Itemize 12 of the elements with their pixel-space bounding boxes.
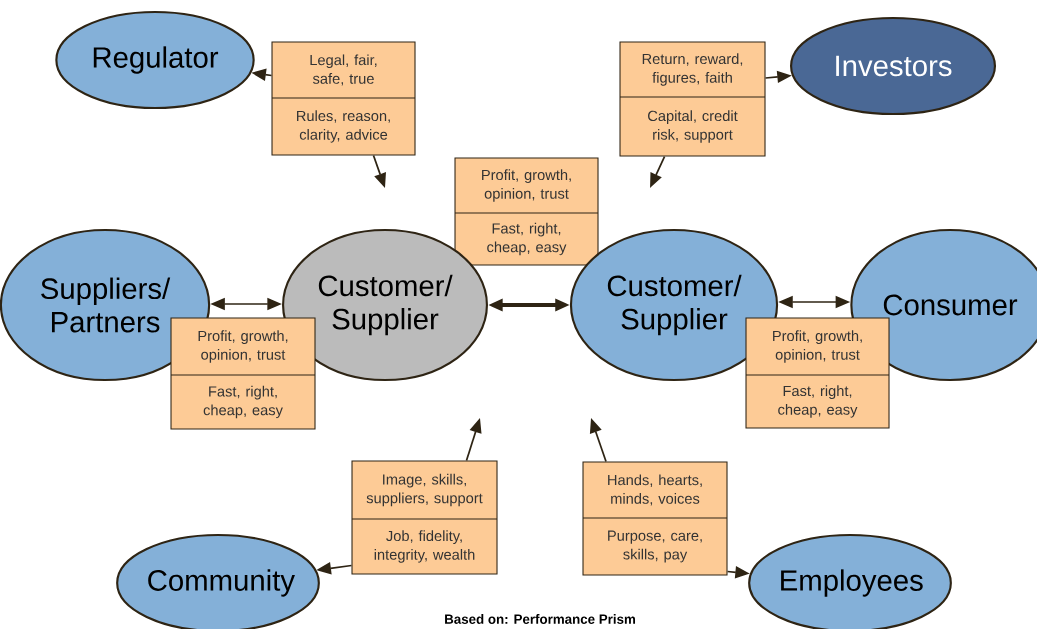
ellipse-node: Regulator [55, 10, 255, 110]
ellipse-node: Community [116, 533, 320, 629]
two-part-box: Return, reward, figures, faith Capital, credit risk, support [619, 41, 766, 157]
two-part-box: Profit, growth, opinion, trust Fast, right, cheap, easy [745, 317, 890, 429]
two-part-box: Hands, hearts, minds, voices Purpose, care, skills, pay [582, 461, 728, 576]
ellipse-node: Investors [790, 16, 996, 116]
source-note: Based on: Performance Prism [445, 614, 635, 624]
two-part-box: Profit, growth, opinion, trust Fast, right, cheap, easy [170, 317, 316, 430]
two-part-box: Profit, growth, opinion, trust Fast, right, cheap, easy [454, 157, 599, 266]
two-part-box: Legal, fair, safe, true Rules, reason, clarity, advice [271, 41, 416, 156]
two-part-box: Image, skills, suppliers, support Job, fidelity, integrity, wealth [351, 460, 498, 575]
ellipse-node: Employees [748, 533, 952, 629]
